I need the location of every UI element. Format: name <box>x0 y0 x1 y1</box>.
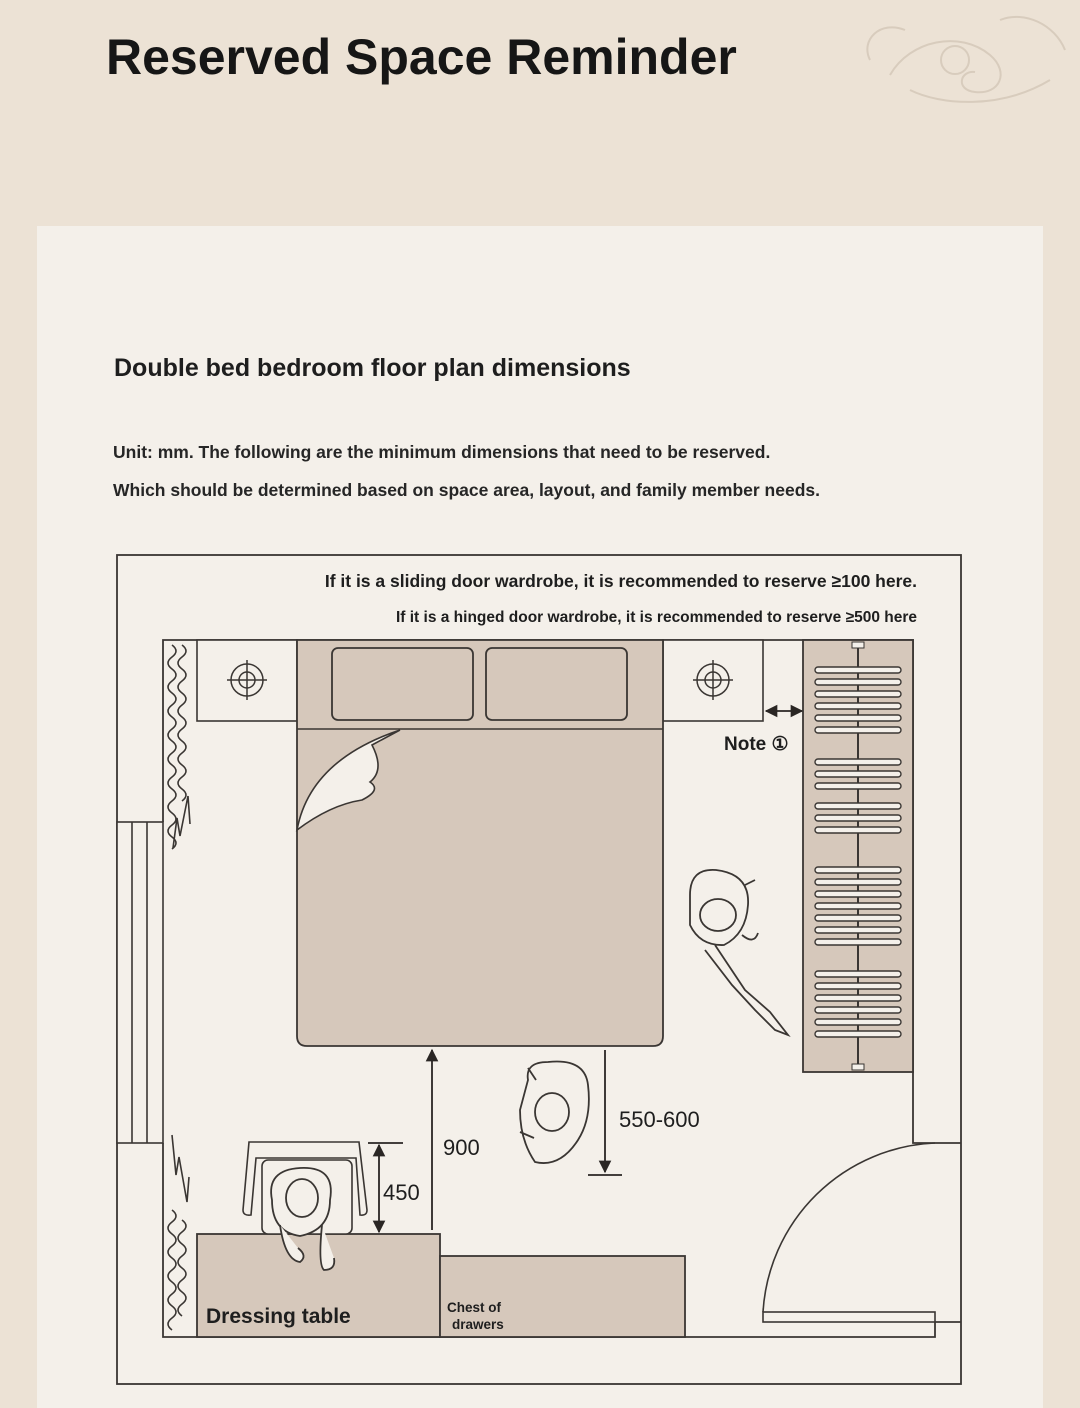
curtain-bottom <box>167 1134 190 1331</box>
guidance-description: Which should be determined based on spac… <box>113 480 820 500</box>
section-title: Double bed bedroom floor plan dimensions <box>114 354 631 382</box>
dimension-walkway: 550-600 <box>619 1107 700 1132</box>
pillow <box>485 647 628 721</box>
dressing-table-label: Dressing table <box>206 1305 351 1328</box>
person-walking-icon <box>689 869 791 1038</box>
lamp-icon <box>693 660 733 700</box>
chest-label-line2: drawers <box>452 1317 504 1332</box>
person-standing-icon <box>519 1060 590 1164</box>
hinged-door-note: If it is a hinged door wardrobe, it is r… <box>396 609 917 626</box>
nightstand-left <box>196 639 298 722</box>
note-marker: Note ① <box>724 734 789 755</box>
curtain-top <box>167 644 191 850</box>
dimension-bed-to-dresser: 900 <box>443 1135 480 1160</box>
person-sitting-icon <box>270 1167 336 1271</box>
page-title: Reserved Space Reminder <box>106 29 737 85</box>
sliding-door-note: If it is a sliding door wardrobe, it is … <box>325 571 917 591</box>
nightstand-right <box>662 639 764 722</box>
chest-of-drawers <box>439 1255 686 1338</box>
dimension-chair-space: 450 <box>383 1180 420 1205</box>
folded-duvet <box>295 729 401 832</box>
chest-label-line1: Chest of <box>447 1300 502 1315</box>
decorative-ornament-icon <box>866 15 1066 103</box>
unit-description: Unit: mm. The following are the minimum … <box>113 442 771 462</box>
door <box>762 1142 936 1323</box>
window <box>116 821 164 1144</box>
double-bed <box>295 639 664 1047</box>
lamp-icon <box>227 660 267 700</box>
pillow <box>331 647 474 721</box>
dressing-table <box>196 1233 441 1338</box>
dimension-lines <box>368 704 804 1234</box>
hangers <box>814 666 902 1038</box>
wardrobe <box>802 639 914 1073</box>
